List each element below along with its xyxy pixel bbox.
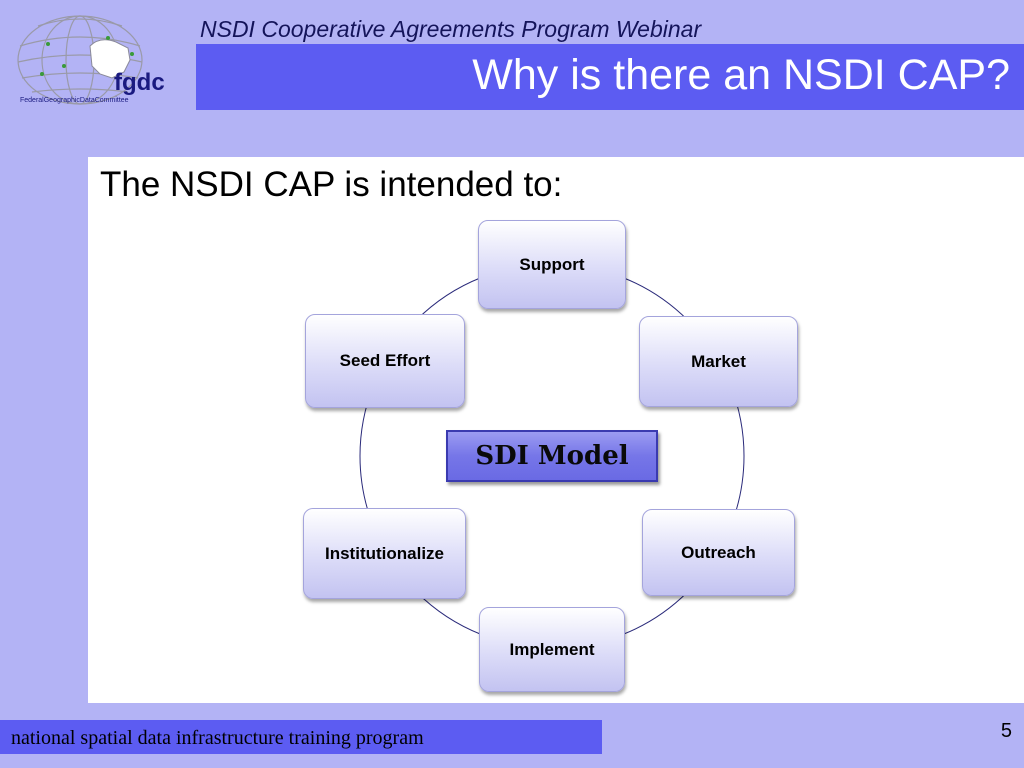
title-bar: Why is there an NSDI CAP? bbox=[196, 44, 1024, 110]
cycle-node-institutionalize[interactable]: Institutionalize bbox=[303, 508, 466, 599]
logo-wordmark: fgdc bbox=[114, 69, 165, 96]
globe-logo-icon: fgdc FederalGeographicDataCommittee bbox=[17, 15, 165, 105]
footer-text: national spatial data infrastructure tra… bbox=[11, 727, 424, 749]
cycle-node-seed-effort[interactable]: Seed Effort bbox=[305, 314, 465, 408]
cycle-node-implement[interactable]: Implement bbox=[479, 607, 625, 692]
webinar-title: NSDI Cooperative Agreements Program Webi… bbox=[200, 16, 702, 42]
sdi-cycle-diagram: Support Market Outreach Implement Instit… bbox=[88, 157, 1024, 703]
logo-tagline: FederalGeographicDataCommittee bbox=[20, 97, 129, 104]
sdi-model-center: SDI Model bbox=[446, 430, 658, 482]
fgdc-logo: fgdc FederalGeographicDataCommittee bbox=[8, 8, 183, 118]
cycle-node-support[interactable]: Support bbox=[478, 220, 626, 309]
page-number: 5 bbox=[1000, 720, 1012, 742]
slide-title: Why is there an NSDI CAP? bbox=[472, 51, 1010, 99]
content-panel: The NSDI CAP is intended to: Support Mar… bbox=[88, 157, 1024, 703]
intro-text: The NSDI CAP is intended to: bbox=[100, 165, 563, 204]
cycle-node-outreach[interactable]: Outreach bbox=[642, 509, 795, 596]
footer-bar: national spatial data infrastructure tra… bbox=[0, 720, 602, 754]
cycle-node-market[interactable]: Market bbox=[639, 316, 798, 407]
